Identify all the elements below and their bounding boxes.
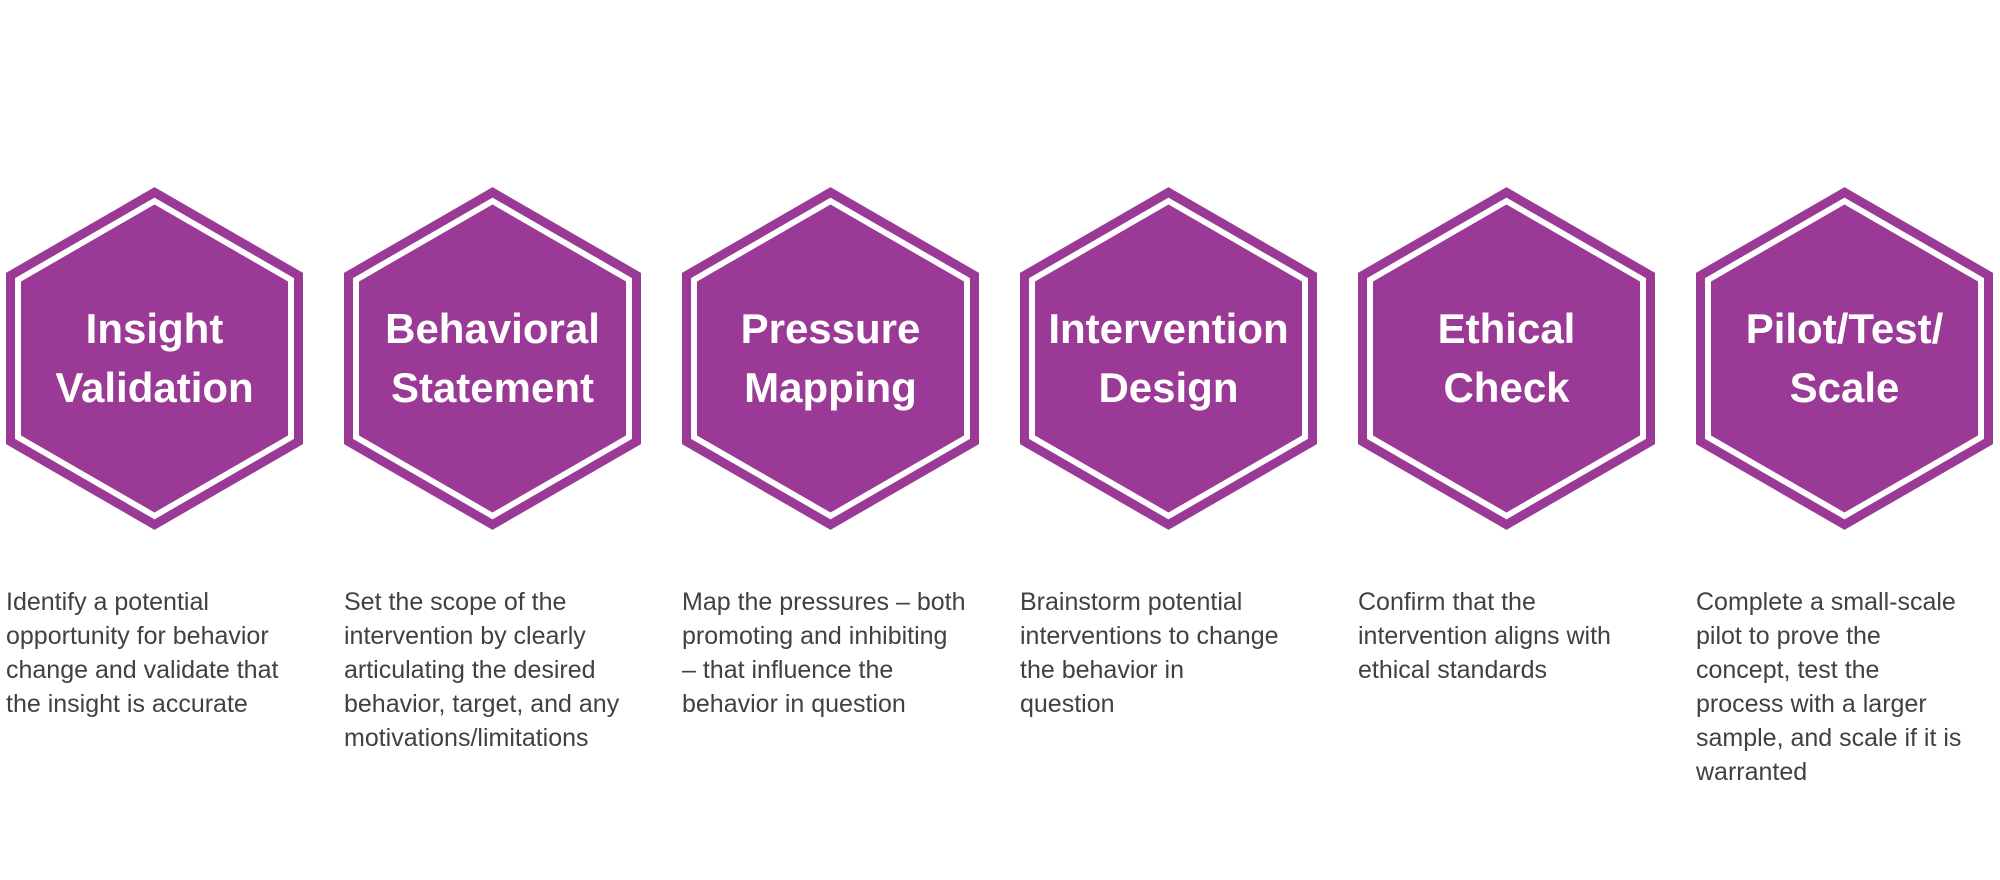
- stage-description: Brainstorm potential interventions to ch…: [1020, 588, 1279, 718]
- stage-title: Ethical Check: [1437, 304, 1576, 411]
- stage-title: Intervention Design: [1048, 304, 1289, 411]
- hexagon-icon: [1358, 187, 1655, 530]
- stage-column-1: Insight Validation Identify a potential …: [6, 187, 303, 880]
- stage-hexagon-3: Pressure Mapping: [682, 187, 979, 530]
- hexagon-icon: [682, 187, 979, 530]
- stage-column-2: Behavioral Statement Set the scope of th…: [344, 187, 641, 880]
- stage-column-5: Ethical Check Confirm that the intervent…: [1358, 187, 1655, 880]
- stage-column-3: Pressure Mapping Map the pressures – bot…: [682, 187, 979, 880]
- stage-description: Complete a small-scale pilot to prove th…: [1696, 588, 1962, 786]
- hexagon-icon: [1696, 187, 1993, 530]
- stage-hexagon-6: Pilot/Test/ Scale: [1696, 187, 1993, 530]
- stage-title: Pressure Mapping: [740, 304, 921, 411]
- stage-title: Pilot/Test/ Scale: [1745, 304, 1944, 411]
- hexagon-icon: [6, 187, 303, 530]
- stage-column-4: Intervention Design Brainstorm potential…: [1020, 187, 1317, 880]
- stage-hexagon-4: Intervention Design: [1020, 187, 1317, 530]
- stage-title: Insight Validation: [55, 304, 254, 411]
- stage-hexagon-5: Ethical Check: [1358, 187, 1655, 530]
- stage-description: Set the scope of the intervention by cle…: [344, 588, 620, 752]
- stage-column-6: Pilot/Test/ Scale Complete a small-scale…: [1696, 187, 1993, 880]
- stage-hexagon-2: Behavioral Statement: [344, 187, 641, 530]
- hexagon-icon: [344, 187, 641, 530]
- stage-description: Map the pressures – both promoting and i…: [682, 588, 966, 718]
- stage-title: Behavioral Statement: [385, 304, 600, 411]
- hexagon-icon: [1020, 187, 1317, 530]
- stage-description: Identify a potential opportunity for beh…: [6, 588, 279, 718]
- stage-hexagon-1: Insight Validation: [6, 187, 303, 530]
- stage-description: Confirm that the intervention aligns wit…: [1358, 588, 1611, 684]
